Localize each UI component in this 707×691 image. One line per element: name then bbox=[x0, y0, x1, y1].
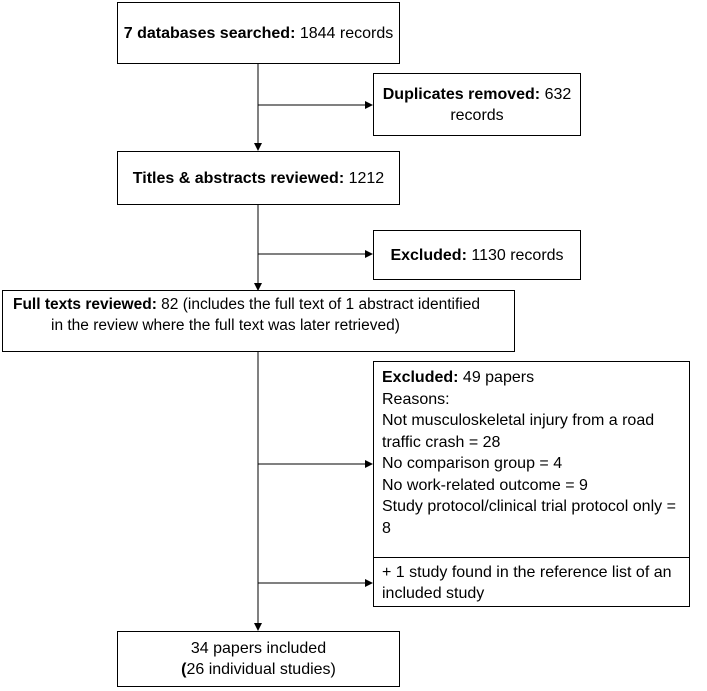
excluded-papers-box: Excluded: 49 papers Reasons: Not musculo… bbox=[373, 361, 690, 569]
excluded-records-label: Excluded: bbox=[390, 246, 467, 264]
excluded-reason-line: No work-related outcome = 9 bbox=[382, 476, 588, 494]
papers-included-box: 34 papers included (26 individual studie… bbox=[117, 631, 400, 687]
excluded-reason-line: traffic crash = 28 bbox=[382, 433, 501, 451]
excluded-records-box: Excluded: 1130 records bbox=[373, 230, 581, 280]
titles-abstracts-box: Titles & abstracts reviewed: 1212 bbox=[117, 151, 400, 205]
excluded-records-value: 1130 records bbox=[466, 246, 564, 264]
databases-value: 1844 records bbox=[295, 24, 394, 42]
full-texts-note: in the review where the full text was la… bbox=[51, 317, 400, 334]
excluded-reason-line: No comparison group = 4 bbox=[382, 455, 563, 472]
excluded-reason-line: Not musculoskeletal injury from a road bbox=[382, 412, 655, 429]
added-study-line: + 1 study found in the reference list of… bbox=[382, 564, 672, 581]
duplicates-value: 632 bbox=[540, 85, 572, 103]
included-studies: 26 individual studies) bbox=[186, 661, 336, 678]
added-study-line: included study bbox=[382, 585, 485, 602]
duplicates-removed-box: Duplicates removed: 632 records bbox=[373, 73, 581, 136]
included-paren: ( bbox=[181, 661, 187, 678]
included-count: 34 papers included bbox=[190, 640, 327, 657]
duplicates-label: Duplicates removed: bbox=[382, 85, 541, 103]
excluded-papers-value: 49 papers bbox=[458, 369, 535, 386]
titles-label: Titles & abstracts reviewed: bbox=[132, 169, 345, 187]
duplicates-unit: records bbox=[450, 106, 504, 124]
added-study-box: + 1 study found in the reference list of… bbox=[373, 557, 690, 607]
excluded-papers-label: Excluded: bbox=[382, 369, 459, 386]
excluded-reasons-heading: Reasons: bbox=[382, 390, 450, 408]
full-texts-label: Full texts reviewed: bbox=[13, 296, 157, 313]
full-texts-box: Full texts reviewed: 82 (includes the fu… bbox=[2, 290, 515, 352]
excluded-reason-line: Study protocol/clinical trial protocol o… bbox=[382, 498, 676, 537]
databases-label: 7 databases searched: bbox=[123, 24, 296, 42]
full-texts-value: 82 (includes the full text of 1 abstract… bbox=[156, 296, 480, 313]
titles-value: 1212 bbox=[344, 169, 385, 187]
databases-searched-box: 7 databases searched: 1844 records bbox=[117, 2, 400, 64]
